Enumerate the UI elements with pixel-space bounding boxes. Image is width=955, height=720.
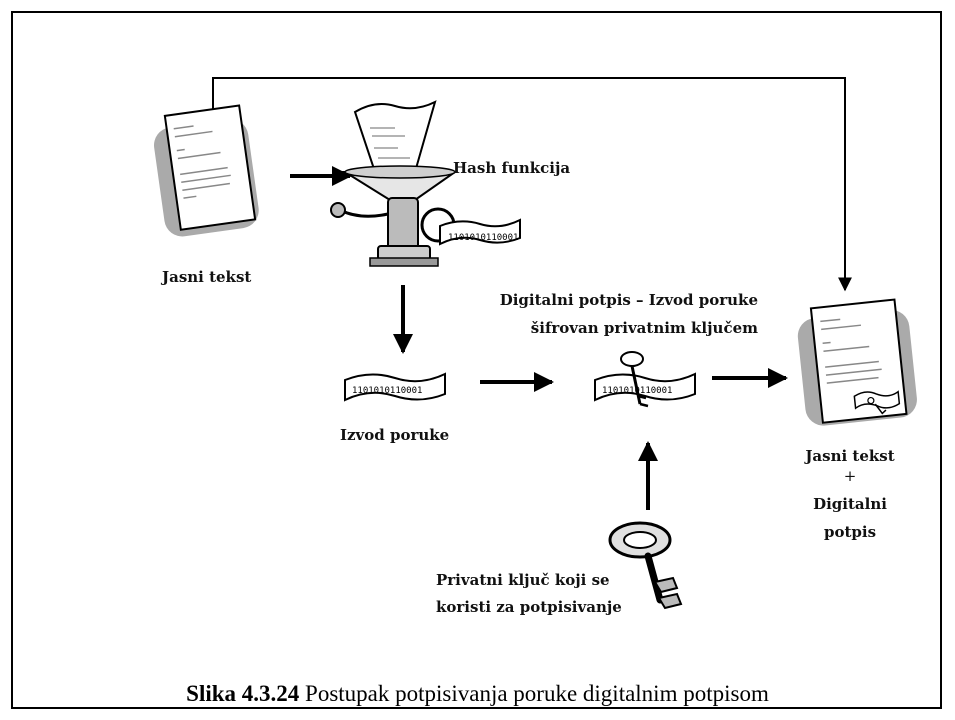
hash-output-digits: 1101010110001	[448, 233, 518, 243]
private-key-icon	[608, 521, 683, 610]
signed-text-label-line2: Digitalni	[813, 495, 887, 513]
caption-number: Slika 4.3.24	[186, 681, 300, 706]
signed-document-icon	[797, 298, 917, 426]
private-key-label-line2: koristi za potpisivanje	[436, 598, 622, 616]
figure-caption: Slika 4.3.24 Postupak potpisivanja poruk…	[0, 681, 955, 707]
digital-signature-label-line2: šifrovan privatnim ključem	[530, 319, 758, 337]
plain-text-label: Jasni tekst	[162, 268, 252, 286]
figure-frame	[11, 11, 942, 709]
caption-text: Postupak potpisivanja poruke digitalnim …	[299, 681, 769, 706]
plus-sign: +	[843, 467, 857, 485]
plain-text-bypass-line	[212, 77, 852, 292]
digital-signature-ribbon-icon: 1101010110001	[594, 351, 696, 408]
private-key-label-line1: Privatni ključ koji se	[436, 571, 610, 589]
digital-signature-label-line1: Digitalni potpis – Izvod poruke	[499, 291, 758, 309]
signed-text-label-line3: potpis	[823, 523, 877, 541]
message-digest-label: Izvod poruke	[340, 426, 450, 444]
plain-text-document-icon	[154, 104, 259, 237]
hash-function-grinder-icon: 1101010110001	[330, 100, 521, 267]
signed-text-label-line1: Jasni tekst	[805, 447, 895, 465]
hash-function-label: Hash funkcija	[453, 159, 571, 177]
digest-digits: 1101010110001	[352, 386, 422, 396]
message-digest-ribbon-icon: 1101010110001	[344, 372, 446, 402]
